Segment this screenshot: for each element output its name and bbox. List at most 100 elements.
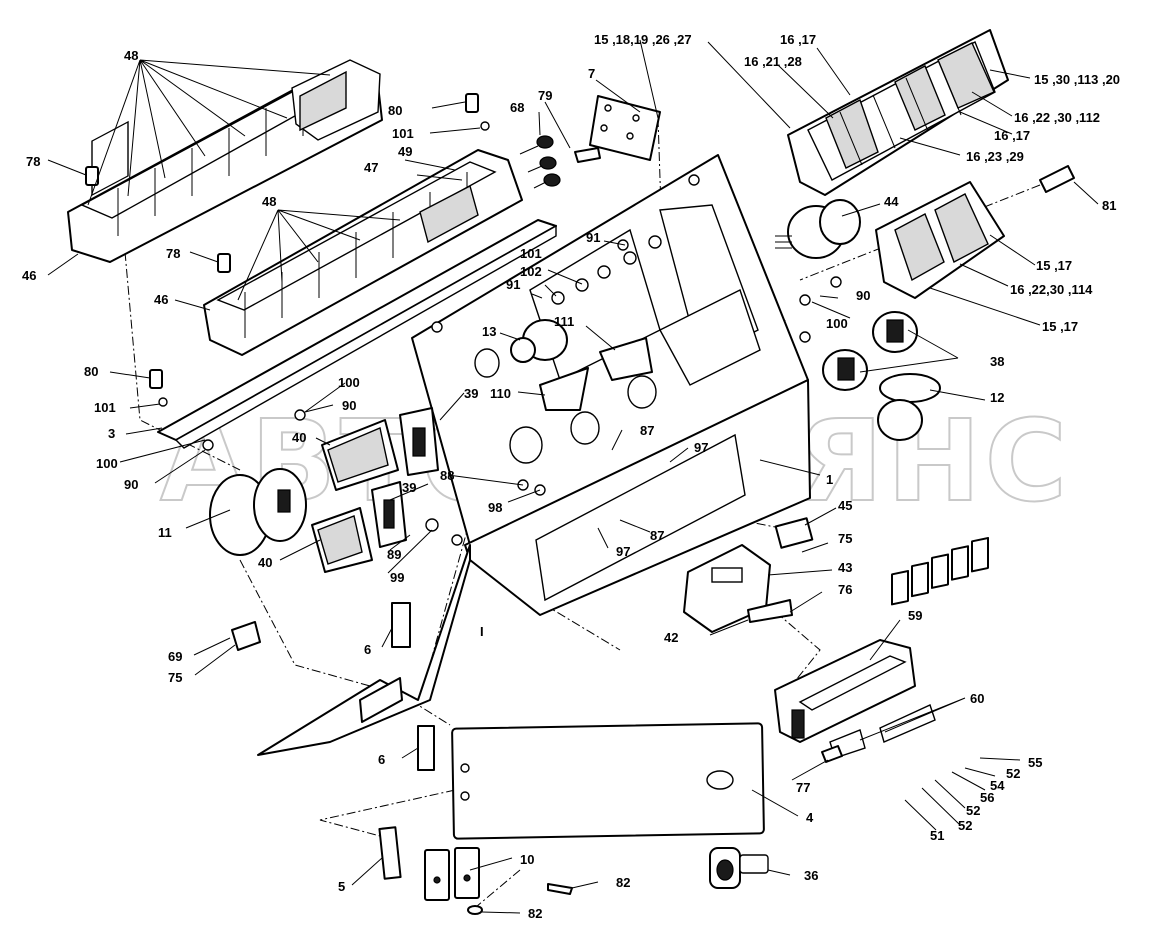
lens-110[interactable]	[539, 367, 589, 411]
label-12: 12	[990, 390, 1004, 405]
label-16-22: 16 ,22 ,30 ,112	[1014, 110, 1100, 125]
label-110: 110	[490, 386, 511, 401]
label-15-18: 15 ,18,19 ,26 ,27	[594, 32, 692, 47]
label-75: 75	[168, 670, 182, 685]
knob-38-upper[interactable]	[872, 311, 918, 353]
label-16-23: 16 ,23 ,29	[966, 149, 1024, 164]
plate-7[interactable]	[589, 95, 661, 161]
label-90: 90	[124, 477, 138, 492]
bolt-80[interactable]	[465, 93, 479, 113]
switch-40-upper[interactable]	[321, 419, 399, 491]
label-5: 5	[338, 879, 345, 894]
label-42: 42	[664, 630, 678, 645]
label-76: 76	[838, 582, 852, 597]
connectors-68[interactable]	[519, 135, 561, 189]
label-10: 10	[520, 852, 534, 867]
label-87: 87	[650, 528, 664, 543]
label-52: 52	[966, 803, 980, 818]
label-88: 88	[440, 468, 454, 483]
label-45: 45	[838, 498, 852, 513]
knob-13[interactable]	[474, 319, 568, 378]
switch-block-46-lower[interactable]	[203, 149, 523, 356]
label-97: 97	[694, 440, 708, 455]
label-51: 51	[930, 828, 944, 843]
bracket-3[interactable]	[157, 219, 557, 449]
nuts-88-99[interactable]	[158, 121, 842, 546]
connector-45[interactable]	[774, 517, 814, 549]
bolt-79[interactable]	[574, 147, 601, 163]
label-68: 68	[510, 100, 524, 115]
label-55: 55	[1028, 755, 1042, 770]
label-78: 78	[166, 246, 180, 261]
label-54: 54	[990, 778, 1005, 793]
label-82: 82	[616, 875, 630, 890]
label-39: 39	[464, 386, 478, 401]
lock-36[interactable]	[709, 847, 769, 889]
switch-block-top-right[interactable]	[787, 29, 1009, 196]
label-78: 78	[26, 154, 40, 169]
label-15-30: 15 ,30 ,113 ,20	[1034, 72, 1120, 87]
label-56: 56	[980, 790, 994, 805]
label-40: 40	[258, 555, 272, 570]
knob-38-lower[interactable]	[822, 349, 868, 391]
switch-block-46-upper[interactable]	[67, 59, 383, 263]
label-98: 98	[488, 500, 502, 515]
label-80: 80	[84, 364, 98, 379]
relay-69[interactable]	[231, 621, 261, 651]
label-60: 60	[970, 691, 984, 706]
label-90: 90	[856, 288, 870, 303]
label-99: 99	[390, 570, 404, 585]
bracket-42[interactable]	[747, 599, 793, 623]
label-44: 44	[884, 194, 899, 209]
plate-6-upper[interactable]	[391, 602, 411, 648]
label-91: 91	[506, 277, 520, 292]
switch-40-lower[interactable]	[311, 507, 373, 573]
part-39-upper[interactable]	[399, 407, 439, 476]
label-79: 79	[538, 88, 552, 103]
switch-block-right[interactable]	[875, 181, 1005, 299]
label-7: 7	[588, 66, 595, 81]
label-101: 101	[392, 126, 414, 141]
plate-5[interactable]	[378, 826, 402, 880]
label-38: 38	[990, 354, 1004, 369]
label-49: 49	[398, 144, 412, 159]
label-111: 111	[554, 314, 574, 329]
label-52: 52	[958, 818, 972, 833]
bolt-80-lower[interactable]	[149, 369, 163, 389]
cap-12[interactable]	[877, 373, 941, 441]
leader-lines	[47, 39, 1099, 914]
lower-panel-frame[interactable]	[257, 379, 811, 756]
label-11: 11	[158, 525, 172, 540]
label-97: 97	[616, 544, 630, 559]
label-101: 101	[94, 400, 116, 415]
screw-82[interactable]	[467, 883, 573, 915]
label-69: 69	[168, 649, 182, 664]
label-6: 6	[364, 642, 371, 657]
fuse-box-59[interactable]	[774, 639, 916, 743]
plate-6-lower[interactable]	[417, 725, 435, 771]
label-6: 6	[378, 752, 385, 767]
label-81: 81	[1102, 198, 1116, 213]
label-47: 47	[364, 160, 378, 175]
cylinder-11[interactable]	[209, 468, 307, 556]
label-43: 43	[838, 560, 852, 575]
label-36: 36	[804, 868, 818, 883]
hinge-10[interactable]	[424, 847, 480, 901]
label-15-17: 15 ,17	[1042, 319, 1078, 334]
relays-51-56[interactable]	[891, 536, 989, 606]
label-77: 77	[796, 780, 810, 795]
label-89: 89	[387, 547, 401, 562]
label-13: 13	[482, 324, 496, 339]
screw-77[interactable]	[821, 745, 843, 763]
lens-111[interactable]	[509, 337, 657, 464]
label-39: 39	[402, 480, 416, 495]
cover-plate-4[interactable]	[451, 722, 765, 840]
label-3: 3	[108, 426, 115, 441]
switch-44[interactable]	[775, 199, 861, 259]
bolt-81[interactable]	[1039, 165, 1075, 193]
label-16-21: 16 ,21 ,28	[744, 54, 802, 69]
label-16-22-114: 16 ,22,30 ,114	[1010, 282, 1093, 297]
bolt-78-lower[interactable]	[217, 253, 231, 273]
part-39-lower[interactable]	[371, 481, 407, 548]
